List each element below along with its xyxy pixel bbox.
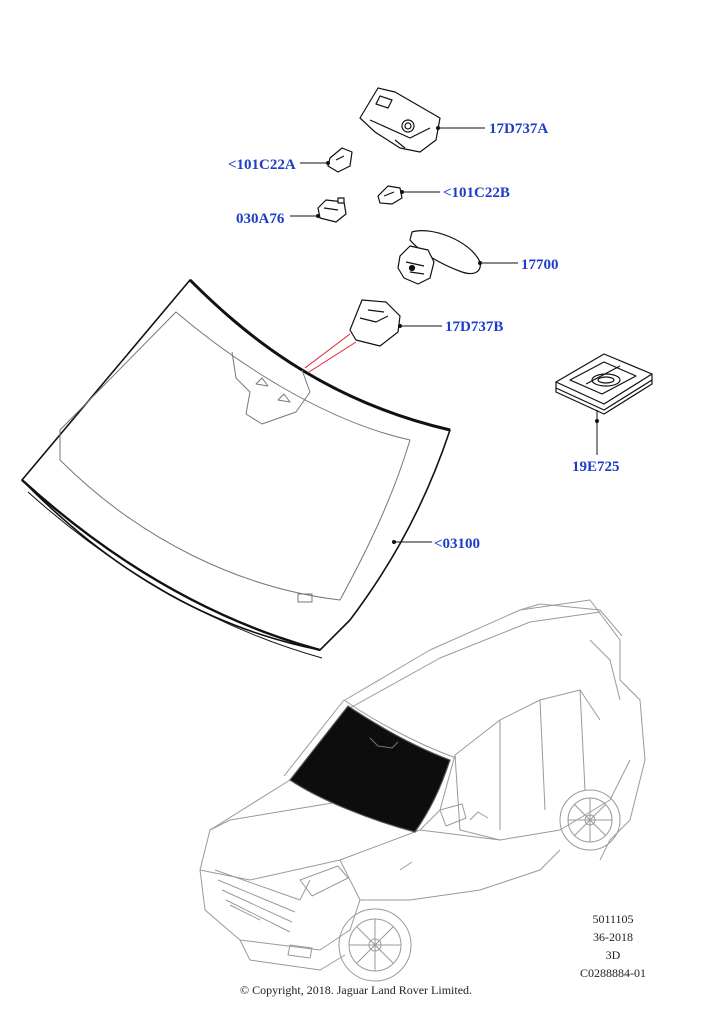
part-101c22b-bracket[interactable] — [377, 185, 403, 205]
reference-block: 5011105 36-2018 3D C0288884-01 — [580, 910, 646, 982]
leader-line-red — [308, 341, 357, 373]
label-17700[interactable]: 17700 — [521, 257, 559, 273]
label-030a76[interactable]: 030A76 — [236, 211, 285, 227]
vehicle-windscreen-edge — [283, 699, 457, 777]
vehicle-illustration — [199, 599, 646, 982]
part-17700-mirror[interactable] — [397, 230, 481, 285]
part-17d737b-cover[interactable] — [349, 299, 401, 347]
label-19e725[interactable]: 19E725 — [572, 459, 620, 475]
part-19e725-kit[interactable] — [555, 353, 653, 415]
part-17d737a-cover[interactable] — [359, 87, 441, 153]
label-101c22a[interactable]: <101C22A — [228, 157, 296, 173]
vehicle-windscreen-highlight — [289, 705, 451, 833]
leader-line-red — [304, 333, 351, 369]
reference-line-1: 5011105 — [592, 912, 634, 926]
vehicle-mirror-mark — [369, 737, 399, 749]
copyright-notice: © Copyright, 2018. Jaguar Land Rover Lim… — [239, 983, 473, 997]
label-17d737b[interactable]: 17D737B — [445, 319, 504, 335]
label-101c22b[interactable]: <101C22B — [443, 185, 510, 201]
part-030a76-sensor[interactable] — [317, 197, 347, 223]
reference-line-2: 36-2018 — [593, 930, 633, 944]
label-03100[interactable]: <03100 — [434, 536, 481, 552]
reference-line-3: 3D — [605, 948, 621, 962]
label-17d737a[interactable]: 17D737A — [489, 121, 549, 137]
reference-line-4: C0288884-01 — [580, 966, 646, 980]
part-101c22a-bracket[interactable] — [327, 147, 353, 173]
part-03100-windscreen[interactable] — [21, 278, 451, 659]
